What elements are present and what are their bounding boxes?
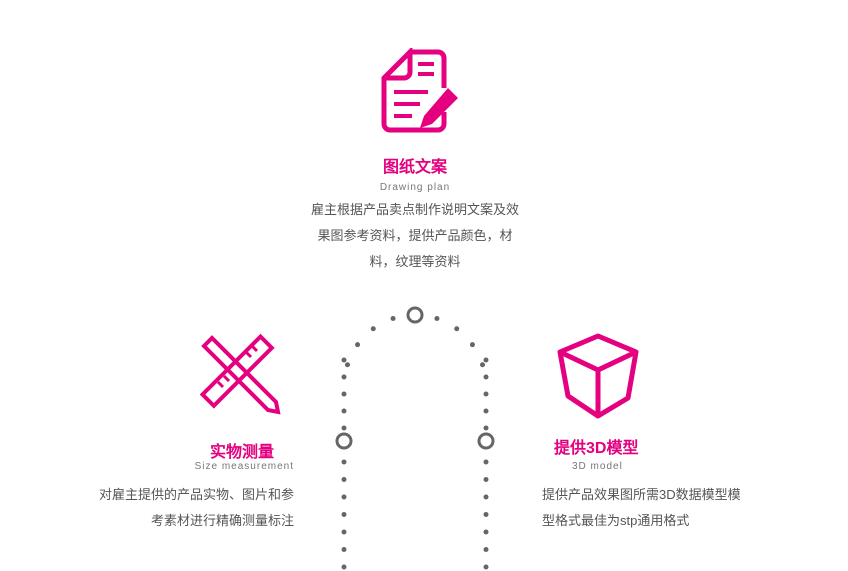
- path-dot: [341, 547, 347, 552]
- cube-icon: [557, 333, 639, 419]
- drawing-plan-description: 雇主根据产品卖点制作说明文案及效 果图参考资料，提供产品颜色，材 料，纹理等资料: [280, 197, 550, 275]
- path-dot: [483, 564, 489, 570]
- desc-line: 料，纹理等资料: [369, 254, 461, 269]
- path-node: [406, 306, 424, 324]
- path-dot: [483, 391, 489, 397]
- path-dot: [370, 326, 376, 332]
- path-dot: [454, 326, 460, 332]
- path-dot: [483, 374, 489, 380]
- desc-line: 雇主根据产品卖点制作说明文案及效: [310, 202, 519, 217]
- path-dot: [341, 425, 347, 431]
- desc-line: 果图参考资料，提供产品颜色，材: [317, 228, 513, 243]
- path-dot: [341, 564, 347, 570]
- size-measurement-title: 实物测量: [209, 444, 274, 461]
- path-dot: [341, 408, 347, 414]
- path-dot: [355, 342, 361, 348]
- path-dot: [483, 547, 489, 552]
- drawing-plan-section: 图纸文案 Drawing plan 雇主根据产品卖点制作说明文案及效 果图参考资…: [280, 45, 550, 275]
- path-dot: [483, 459, 489, 465]
- size-measurement-description: 对雇主提供的产品实物、图片和参 考素材进行精确测量标注: [54, 482, 294, 534]
- path-dot: [341, 477, 347, 482]
- path-dot: [341, 512, 347, 517]
- path-dot: [341, 494, 347, 500]
- 3d-model-title: 提供3D模型: [554, 440, 639, 457]
- path-dot: [483, 494, 489, 500]
- desc-line: 提供产品效果图所需3D数据模型模: [542, 487, 741, 502]
- 3d-model-subtitle: 3D model: [572, 461, 623, 472]
- path-node: [477, 432, 495, 450]
- ruler-pencil-icon: [199, 333, 281, 415]
- path-dot: [341, 459, 347, 465]
- path-dot: [483, 512, 489, 517]
- path-dot: [483, 529, 489, 535]
- path-dot: [434, 316, 440, 322]
- path-dot: [483, 408, 489, 414]
- desc-line: 对雇主提供的产品实物、图片和参: [98, 487, 294, 502]
- path-dot: [341, 391, 347, 397]
- 3d-model-description: 提供产品效果图所需3D数据模型模 型格式最佳为stp通用格式: [542, 482, 782, 534]
- path-dot: [480, 362, 486, 368]
- path-dot: [341, 357, 347, 363]
- path-node: [335, 432, 353, 450]
- desc-line: 型格式最佳为stp通用格式: [542, 513, 690, 528]
- path-dot: [483, 357, 489, 363]
- size-measurement-subtitle: Size measurement: [194, 461, 294, 472]
- path-dot: [341, 374, 347, 380]
- path-dot: [483, 477, 489, 482]
- drawing-plan-subtitle: Drawing plan: [379, 182, 451, 193]
- path-dot: [390, 316, 396, 322]
- path-dot: [341, 529, 347, 535]
- desc-line: 考素材进行精确测量标注: [150, 513, 294, 528]
- path-dot: [469, 342, 475, 348]
- path-dot: [483, 425, 489, 431]
- path-dot: [344, 362, 350, 368]
- drawing-plan-title: 图纸文案: [382, 159, 447, 176]
- document-edit-icon: [381, 45, 458, 133]
